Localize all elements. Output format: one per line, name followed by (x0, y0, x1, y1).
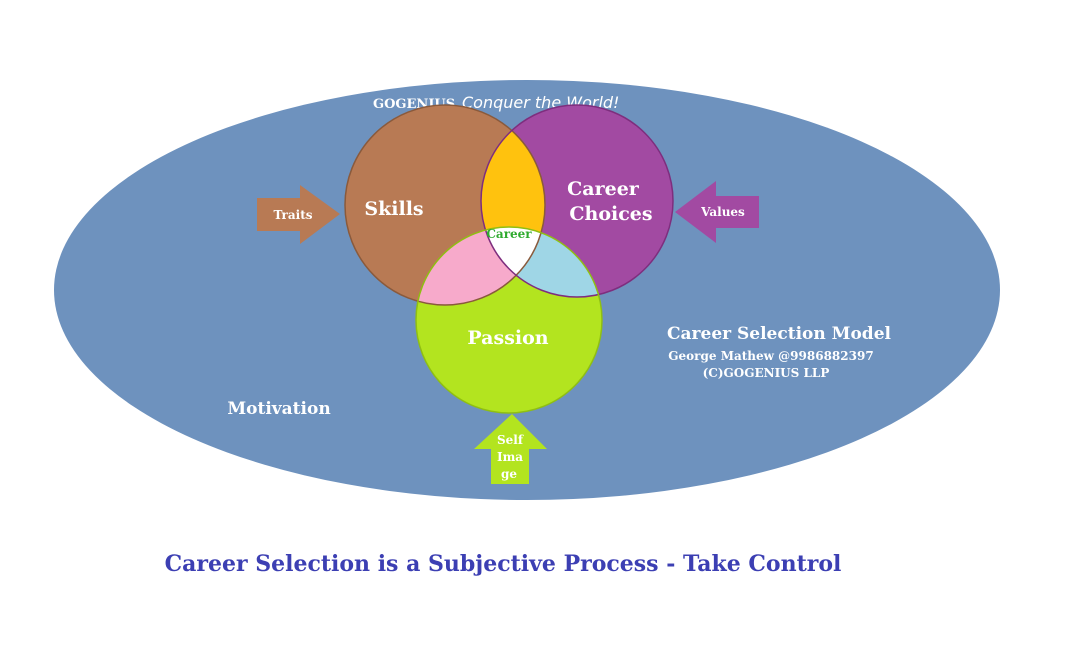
overlap-choices-passion (481, 227, 602, 297)
model-author: George Mathew @9986882397 (668, 349, 873, 363)
skills-label: Skills (364, 198, 423, 220)
values-label: Values (700, 205, 745, 219)
overlap-skills-passion (416, 227, 545, 305)
traits-label: Traits (273, 208, 312, 222)
model-copyright: (C)GOGENIUS LLP (703, 366, 830, 380)
skills-outline (344, 104, 546, 306)
traits-arrow (257, 185, 340, 244)
center-career-label: Career (486, 227, 532, 241)
passion-label: Passion (467, 327, 548, 349)
self-image-arrow (474, 414, 547, 484)
model-title: Career Selection Model (667, 324, 892, 344)
self-image-label-1: Self (497, 433, 524, 447)
choices-outline (480, 104, 674, 298)
career-choices-label-1: Career (567, 178, 640, 200)
career-choices-label-2: Choices (569, 203, 652, 225)
self-image-label-2: Ima (497, 450, 523, 464)
passion-outline (415, 226, 603, 414)
motivation-label: Motivation (227, 399, 330, 419)
footer-caption: Career Selection is a Subjective Process… (165, 551, 842, 577)
values-arrow (675, 181, 759, 243)
self-image-label-3: ge (501, 467, 517, 481)
